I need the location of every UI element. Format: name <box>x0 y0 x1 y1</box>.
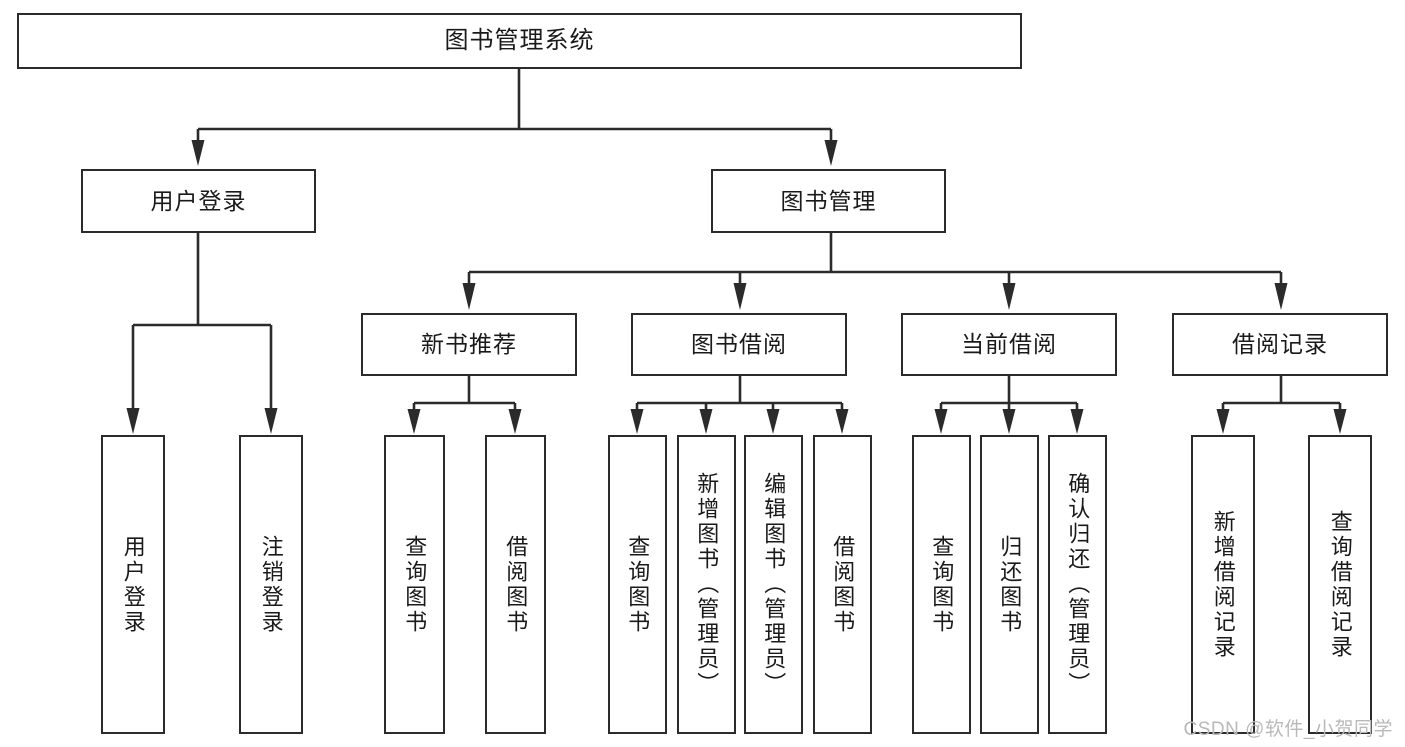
node-label: 用户登录 <box>150 187 247 214</box>
leaf-user-login[interactable]: 用户登录 <box>101 435 165 734</box>
node-root-system[interactable]: 图书管理系统 <box>17 13 1022 69</box>
leaf-label: 确认归还（管理员） <box>1065 472 1091 697</box>
leaf-borrow-book-recommend[interactable]: 借阅图书 <box>485 435 546 734</box>
leaf-edit-book-admin[interactable]: 编辑图书（管理员） <box>744 435 803 734</box>
leaf-label: 查询图书 <box>625 534 651 635</box>
leaf-label: 新增图书（管理员） <box>694 472 720 697</box>
node-label: 图书借阅 <box>691 331 787 358</box>
leaf-logout[interactable]: 注销登录 <box>239 435 303 734</box>
leaf-borrow-book[interactable]: 借阅图书 <box>813 435 872 734</box>
leaf-confirm-return-admin[interactable]: 确认归还（管理员） <box>1048 435 1107 734</box>
leaf-query-book-borrow[interactable]: 查询图书 <box>608 435 667 734</box>
leaf-label: 借阅图书 <box>830 534 856 635</box>
leaf-label: 编辑图书（管理员） <box>761 472 787 697</box>
leaf-label: 新增借阅记录 <box>1210 509 1236 660</box>
leaf-label: 查询图书 <box>929 534 955 635</box>
node-user-login[interactable]: 用户登录 <box>81 169 316 233</box>
leaf-query-book-recommend[interactable]: 查询图书 <box>384 435 445 734</box>
watermark-text: CSDN @软件_小贺同学 <box>1183 719 1393 740</box>
node-current-borrow[interactable]: 当前借阅 <box>901 313 1117 376</box>
leaf-label: 查询借阅记录 <box>1327 509 1353 660</box>
leaf-add-borrow-record[interactable]: 新增借阅记录 <box>1191 435 1255 734</box>
node-label: 图书管理 <box>780 187 877 214</box>
leaf-query-borrow-record[interactable]: 查询借阅记录 <box>1308 435 1372 734</box>
node-new-book-recommend[interactable]: 新书推荐 <box>361 313 577 376</box>
node-label: 新书推荐 <box>421 331 517 358</box>
node-label: 当前借阅 <box>961 331 1057 358</box>
leaf-label: 借阅图书 <box>503 534 529 635</box>
leaf-label: 注销登录 <box>258 534 284 635</box>
node-label: 图书管理系统 <box>444 27 595 55</box>
leaf-query-book-current[interactable]: 查询图书 <box>912 435 971 734</box>
node-book-borrow[interactable]: 图书借阅 <box>631 313 847 376</box>
leaf-add-book-admin[interactable]: 新增图书（管理员） <box>677 435 736 734</box>
leaf-label: 归还图书 <box>997 534 1023 635</box>
leaf-label: 查询图书 <box>402 534 428 635</box>
node-borrow-records[interactable]: 借阅记录 <box>1172 313 1388 376</box>
node-label: 借阅记录 <box>1232 331 1328 358</box>
node-book-management[interactable]: 图书管理 <box>711 169 946 233</box>
leaf-return-book[interactable]: 归还图书 <box>980 435 1039 734</box>
leaf-label: 用户登录 <box>120 534 146 635</box>
